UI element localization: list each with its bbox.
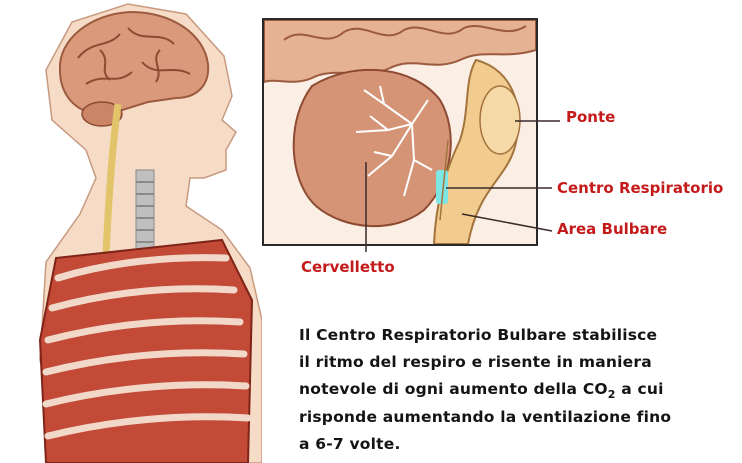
label-ponte: Ponte [566,108,615,126]
caption-line-2: il ritmo del respiro e risente in manier… [299,349,735,376]
torso-anatomy-illustration [0,0,262,463]
co2-subscript: 2 [608,388,616,401]
caption-line-4: risponde aumentando la ventilazione fino [299,404,735,431]
label-cervelletto: Cervelletto [301,258,395,276]
trachea [136,170,154,260]
co2-formula: CO2 [583,380,616,398]
caption-line-3-start: notevole di ogni aumento della [299,380,583,398]
label-area-bulbare: Area Bulbare [557,220,667,238]
caption-line-5: a 6-7 volte. [299,431,735,458]
caption-line-3: notevole di ogni aumento della CO2 a cui [299,376,735,404]
brainstem-inset [262,18,538,246]
label-centro-respiratorio: Centro Respiratorio [557,179,723,197]
caption-text: Il Centro Respiratorio Bulbare stabilisc… [299,322,735,458]
cerebellum [294,70,451,226]
caption-line-1: Il Centro Respiratorio Bulbare stabilisc… [299,322,735,349]
brainstem-illustration [264,20,536,244]
caption-line-3-end: a cui [616,380,664,398]
pons [480,86,520,154]
co2-base: CO [583,380,608,398]
